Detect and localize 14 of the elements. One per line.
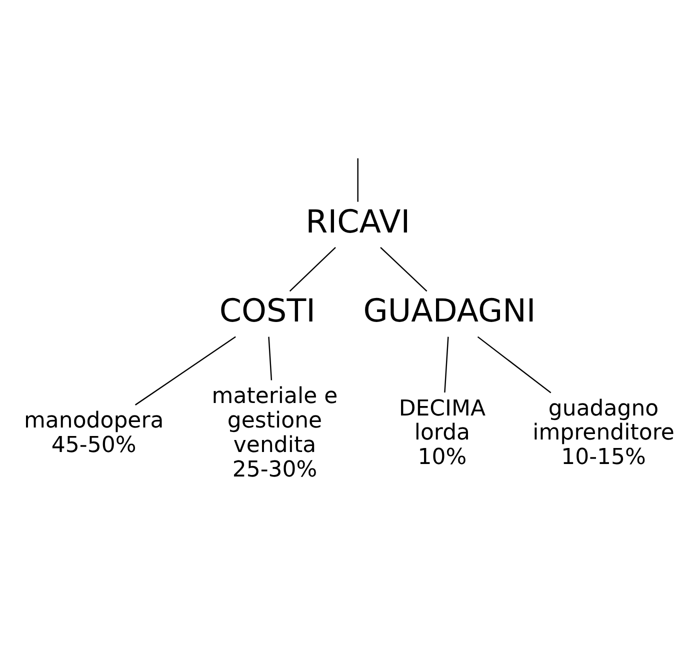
connector [380, 246, 428, 292]
connector [289, 246, 336, 292]
connector [134, 336, 236, 406]
node-text: materiale e gestione vendita 25-30% [212, 384, 338, 482]
node-text: COSTI [219, 294, 316, 330]
connector [357, 158, 358, 202]
connector [268, 336, 272, 380]
node-text: GUADAGNI [363, 294, 536, 330]
connector [477, 336, 552, 394]
node-text: DECIMA lorda 10% [398, 396, 486, 470]
node-text: guadagno imprenditore 10-15% [532, 396, 674, 470]
node-text: manodopera 45-50% [24, 408, 164, 458]
connector [444, 336, 449, 393]
node-text: RICAVI [306, 204, 410, 240]
